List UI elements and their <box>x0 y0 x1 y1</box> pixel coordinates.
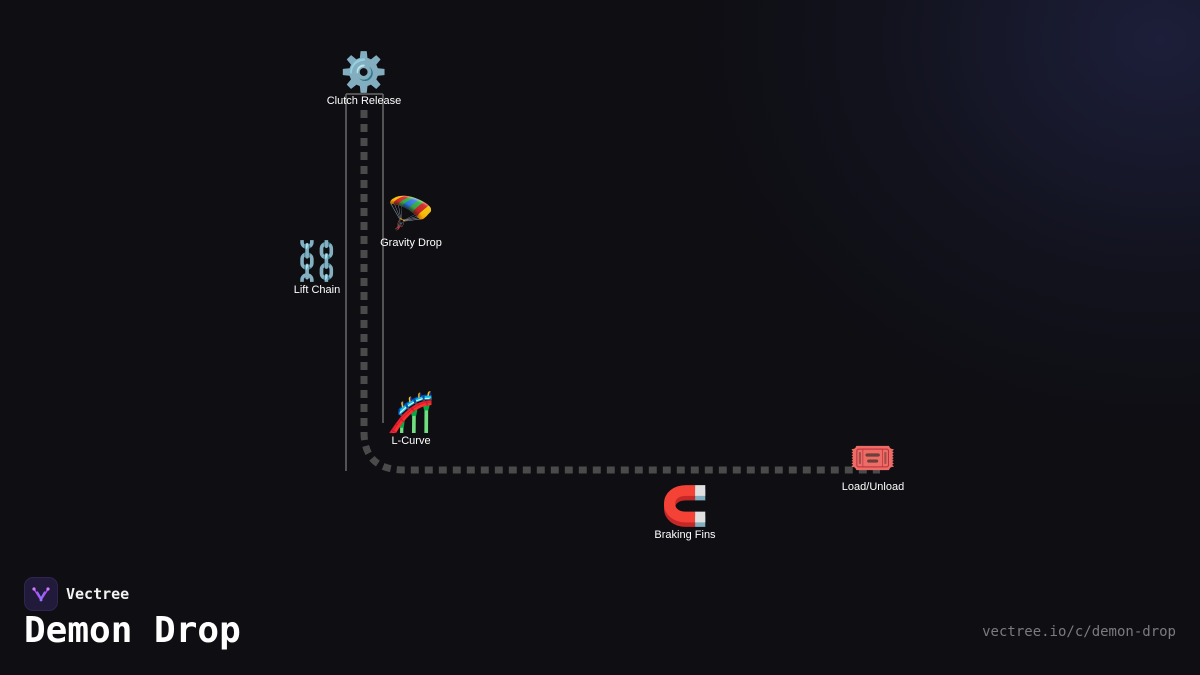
node-clutch-release[interactable]: ⚙️ Clutch Release <box>304 50 424 107</box>
parachute-icon: 🪂 <box>387 192 435 236</box>
node-braking-fins[interactable]: 🧲 Braking Fins <box>625 484 745 541</box>
brand-name: Vectree <box>66 585 130 603</box>
ticket-icon: 🎟️ <box>849 436 897 480</box>
node-l-curve[interactable]: 🎢 L-Curve <box>351 390 471 447</box>
roller-coaster-icon: 🎢 <box>387 390 435 434</box>
page-title: Demon Drop <box>24 610 241 651</box>
node-load-unload[interactable]: 🎟️ Load/Unload <box>813 436 933 493</box>
magnet-icon: 🧲 <box>661 484 709 528</box>
vectree-logo-icon <box>24 577 58 611</box>
footer-url[interactable]: vectree.io/c/demon-drop <box>982 624 1176 640</box>
node-gravity-drop[interactable]: 🪂 Gravity Drop <box>351 192 471 249</box>
brand[interactable]: Vectree <box>24 577 129 611</box>
node-label: Clutch Release <box>326 95 402 107</box>
node-label: Load/Unload <box>841 481 905 493</box>
node-label: Braking Fins <box>654 529 716 541</box>
node-label: Lift Chain <box>293 284 341 296</box>
gear-icon: ⚙️ <box>340 50 388 94</box>
node-label: L-Curve <box>391 435 431 447</box>
track-path <box>360 110 880 474</box>
node-label: Gravity Drop <box>380 237 442 249</box>
node-lift-chain[interactable]: ⛓️ Lift Chain <box>257 239 377 296</box>
chain-icon: ⛓️ <box>293 239 341 283</box>
